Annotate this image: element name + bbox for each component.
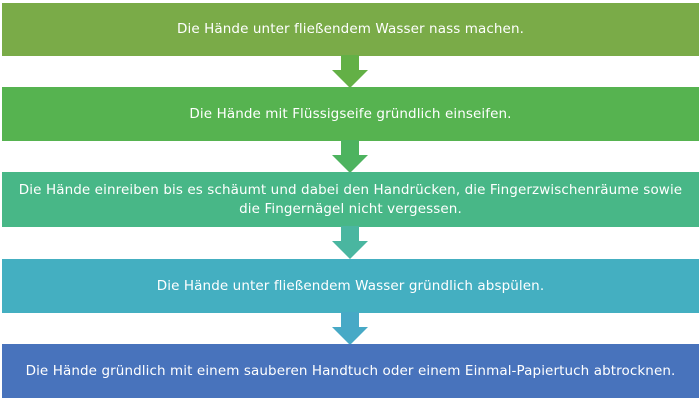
step-3-text: Die Hände einreiben bis es schäumt und d…	[18, 181, 683, 217]
step-5-box: Die Hände gründlich mit einem sauberen H…	[2, 344, 699, 398]
step-4-box: Die Hände unter fließendem Wasser gründl…	[2, 259, 699, 313]
step-2-box: Die Hände mit Flüssigseife gründlich ein…	[2, 87, 699, 141]
arrow-down-3-icon	[332, 226, 368, 259]
arrow-down-2-icon	[332, 140, 368, 173]
step-2-text: Die Hände mit Flüssigseife gründlich ein…	[189, 105, 512, 122]
arrow-down-1-icon	[332, 55, 368, 88]
step-1-text: Die Hände unter fließendem Wasser nass m…	[177, 21, 524, 37]
arrow-down-4-icon	[332, 312, 368, 345]
step-3-box: Die Hände einreiben bis es schäumt und d…	[2, 172, 699, 227]
step-1-box: Die Hände unter fließendem Wasser nass m…	[2, 3, 699, 56]
step-4-text: Die Hände unter fließendem Wasser gründl…	[156, 277, 545, 294]
step-5-text: Die Hände gründlich mit einem sauberen H…	[25, 362, 676, 379]
